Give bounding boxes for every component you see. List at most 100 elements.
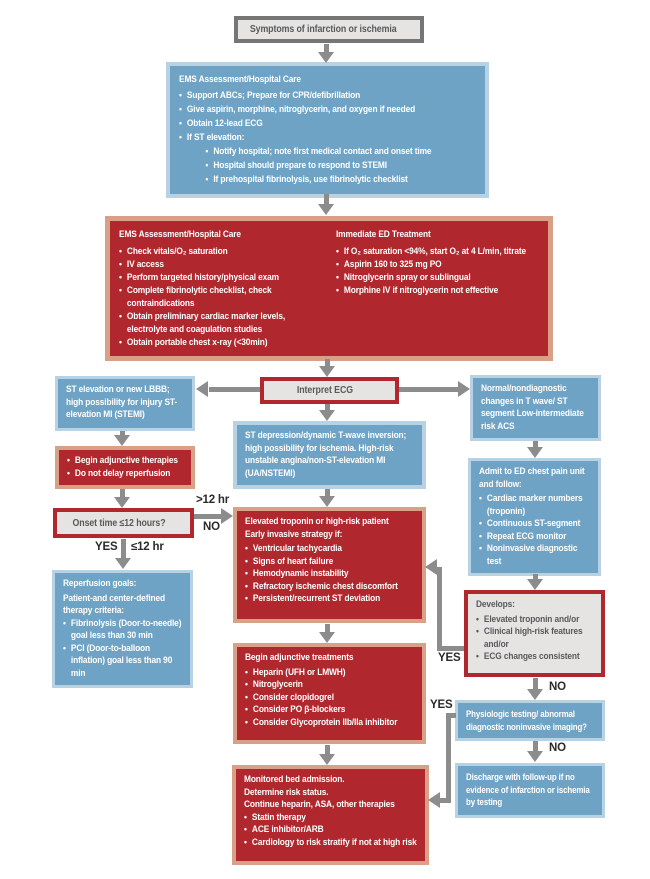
bullet: Fibrinolysis (Door-to-needle) goal less … (63, 618, 182, 643)
bullet: Obtain preliminary cardiac marker levels… (119, 310, 322, 336)
label-physiologic-no: NO (549, 742, 566, 754)
bullet: Statin therapy (244, 812, 417, 825)
arrow-symptoms-down-head (318, 52, 334, 63)
bullet: Obtain portable chest x-ray (<30min) (119, 336, 322, 349)
treatments-title: Begin adjunctive treatments (245, 652, 354, 663)
arrow-physiologic-yes-head (428, 792, 440, 808)
arrow-adjunctive-down-head (114, 497, 130, 508)
arrow-adjunctive-down-shaft (120, 489, 125, 498)
bullet: Noninvasive diagnostic test (479, 543, 590, 568)
bullet: Consider clopidogrel (245, 692, 414, 705)
label-physiologic-yes: YES (430, 699, 453, 711)
monitored-line: Continue heparin, ASA, other therapies (244, 799, 395, 810)
arrow-troponin-down-head (319, 632, 335, 643)
connector-ecg-right-head (458, 381, 470, 397)
arrow-treatments-down-head (319, 754, 335, 765)
bullet: Perform targeted history/physical exam (119, 271, 322, 284)
arrow-admit-down-head (527, 579, 543, 590)
nstemi-box: ST depression/dynamic T-wave inversion; … (233, 421, 426, 489)
connector-ecg-left-shaft (209, 387, 260, 392)
stemi-box: ST elevation or new LBBB; high possibili… (55, 376, 195, 431)
ems-assessment-field-box: EMS Assessment/Hospital Care Support ABC… (166, 62, 489, 198)
bullet: Repeat ECG monitor (479, 531, 590, 544)
ems-field-title: EMS Assessment/Hospital Care (179, 74, 301, 85)
arrow-nstemi-down-shaft (325, 489, 330, 497)
bullet: If ST elevation: (179, 131, 476, 145)
arrow-acs-down-shaft (533, 441, 538, 448)
arrow-onset-yes-shaft (121, 539, 126, 559)
monitored-line: Determine risk status. (244, 786, 329, 798)
bullet: Consider Glycoprotein IIb/IIa inhibitor (245, 717, 414, 730)
symptoms-label: Symptoms of infarction or ischemia (249, 24, 397, 35)
adjunctive-therapies-box: Begin adjunctive therapies Do not delay … (55, 446, 195, 489)
arrow-symptoms-down-shaft (324, 44, 329, 53)
bullet: Persistent/recurrent ST deviation (245, 593, 414, 606)
develops-box: Develops: Elevated troponin and/or Clini… (464, 590, 605, 677)
onset-time-label: Onset time ≤12 hours? (72, 517, 166, 529)
bullet: Signs of heart failure (245, 556, 414, 569)
bullet: Morphine IV if nitroglycerin not effecti… (336, 284, 539, 297)
arrow-nstemi-down-head (319, 496, 335, 507)
reperfusion-title: Reperfusion goals: (63, 578, 137, 589)
arrow-ecg-down-head (319, 410, 335, 421)
arrow-panel-down-head (319, 366, 335, 377)
arrow-stemi-down-shaft (120, 431, 125, 436)
reperfusion-subtitle: Patient-and center-defined therapy crite… (63, 592, 166, 617)
physiologic-testing-box: Physiologic testing/ abnormal diagnostic… (455, 700, 605, 741)
discharge-text: Discharge with follow-up if no evidence … (466, 772, 590, 807)
bullet: IV access (119, 258, 322, 271)
bullet: Hospital should prepare to respond to ST… (205, 159, 476, 173)
ems-hospital-title: EMS Assessment/Hospital Care (119, 229, 241, 240)
onset-time-box: Onset time ≤12 hours? (53, 508, 194, 538)
adjunctive-treatments-box: Begin adjunctive treatments Heparin (UFH… (233, 643, 426, 744)
bullet: Complete fibrinolytic checklist, check c… (119, 284, 322, 310)
connector-ecg-right-shaft (399, 387, 458, 392)
bullet: Cardiac marker numbers (troponin) (479, 493, 590, 518)
bullet: If prehospital fibrinolysis, use fibrino… (205, 173, 476, 187)
label-onset-no: NO (203, 521, 220, 533)
admit-chest-pain-unit-box: Admit to ED chest pain unit and follow: … (468, 458, 601, 576)
arrow-acs-down-head (527, 447, 543, 458)
monitored-bed-box: Monitored bed admission. Determine risk … (232, 765, 429, 865)
admit-title: Admit to ED chest pain unit and follow: (479, 466, 585, 490)
immediate-ed-column: Immediate ED Treatment If O₂ saturation … (336, 228, 539, 349)
arrow-stemi-down-head (114, 435, 130, 446)
arrow-onset-yes-head (115, 558, 131, 569)
bullet: Cardiology to risk stratify if not at hi… (244, 837, 417, 850)
stemi-text: ST elevation or new LBBB; high possibili… (66, 384, 178, 420)
arrow-treatments-down-shaft (325, 745, 330, 754)
arrow-physiologic-yes-hshaft2 (440, 798, 451, 803)
physiologic-text: Physiologic testing/ abnormal diagnostic… (466, 709, 587, 732)
bullet: Clinical high-risk features and/or (476, 626, 593, 651)
label-develops-yes: YES (438, 652, 461, 664)
bullet: Continuous ST-segment (479, 518, 590, 531)
interpret-ecg-box: Interpret ECG (260, 377, 399, 404)
arrow-physiologic-no-head (527, 751, 543, 762)
bullet: Support ABCs; Prepare for CPR/defibrilla… (179, 89, 476, 103)
bullet: Consider PO β-blockers (245, 704, 414, 717)
arrow-physiologic-no-shaft (533, 741, 538, 752)
arrow-onset-no-shaft (194, 514, 221, 519)
troponin-subtitle: Early invasive strategy if: (245, 528, 343, 540)
bullet: Hemodynamic instability (245, 568, 414, 581)
develops-title: Develops: (476, 599, 515, 610)
monitored-line: Monitored bed admission. (244, 774, 345, 785)
label-onset-le12hr: ≤12 hr (131, 541, 164, 553)
arrow-ems-down-shaft (324, 194, 329, 205)
bullet: Nitroglycerin (245, 679, 414, 692)
bullet: Heparin (UFH or LMWH) (245, 667, 414, 680)
bullet: If O₂ saturation <94%, start O₂ at 4 L/m… (336, 245, 539, 258)
connector-ecg-left-head (196, 381, 208, 397)
arrow-develops-yes-hshaft (437, 646, 464, 651)
interpret-ecg-label: Interpret ECG (297, 385, 354, 396)
ems-hospital-column: EMS Assessment/Hospital Care Check vital… (119, 228, 322, 349)
arrow-onset-no-head (221, 508, 233, 524)
arrow-admit-down-shaft (533, 574, 538, 580)
bullet: ECG changes consistent (476, 651, 593, 664)
bullet: Check vitals/O₂ saturation (119, 245, 322, 258)
arrow-ems-down-head (318, 204, 334, 215)
arrow-physiologic-yes-vshaft (446, 713, 451, 803)
acs-text: Normal/nondiagnostic changes in T wave/ … (481, 383, 584, 432)
bullet: Do not delay reperfusion (67, 468, 183, 481)
